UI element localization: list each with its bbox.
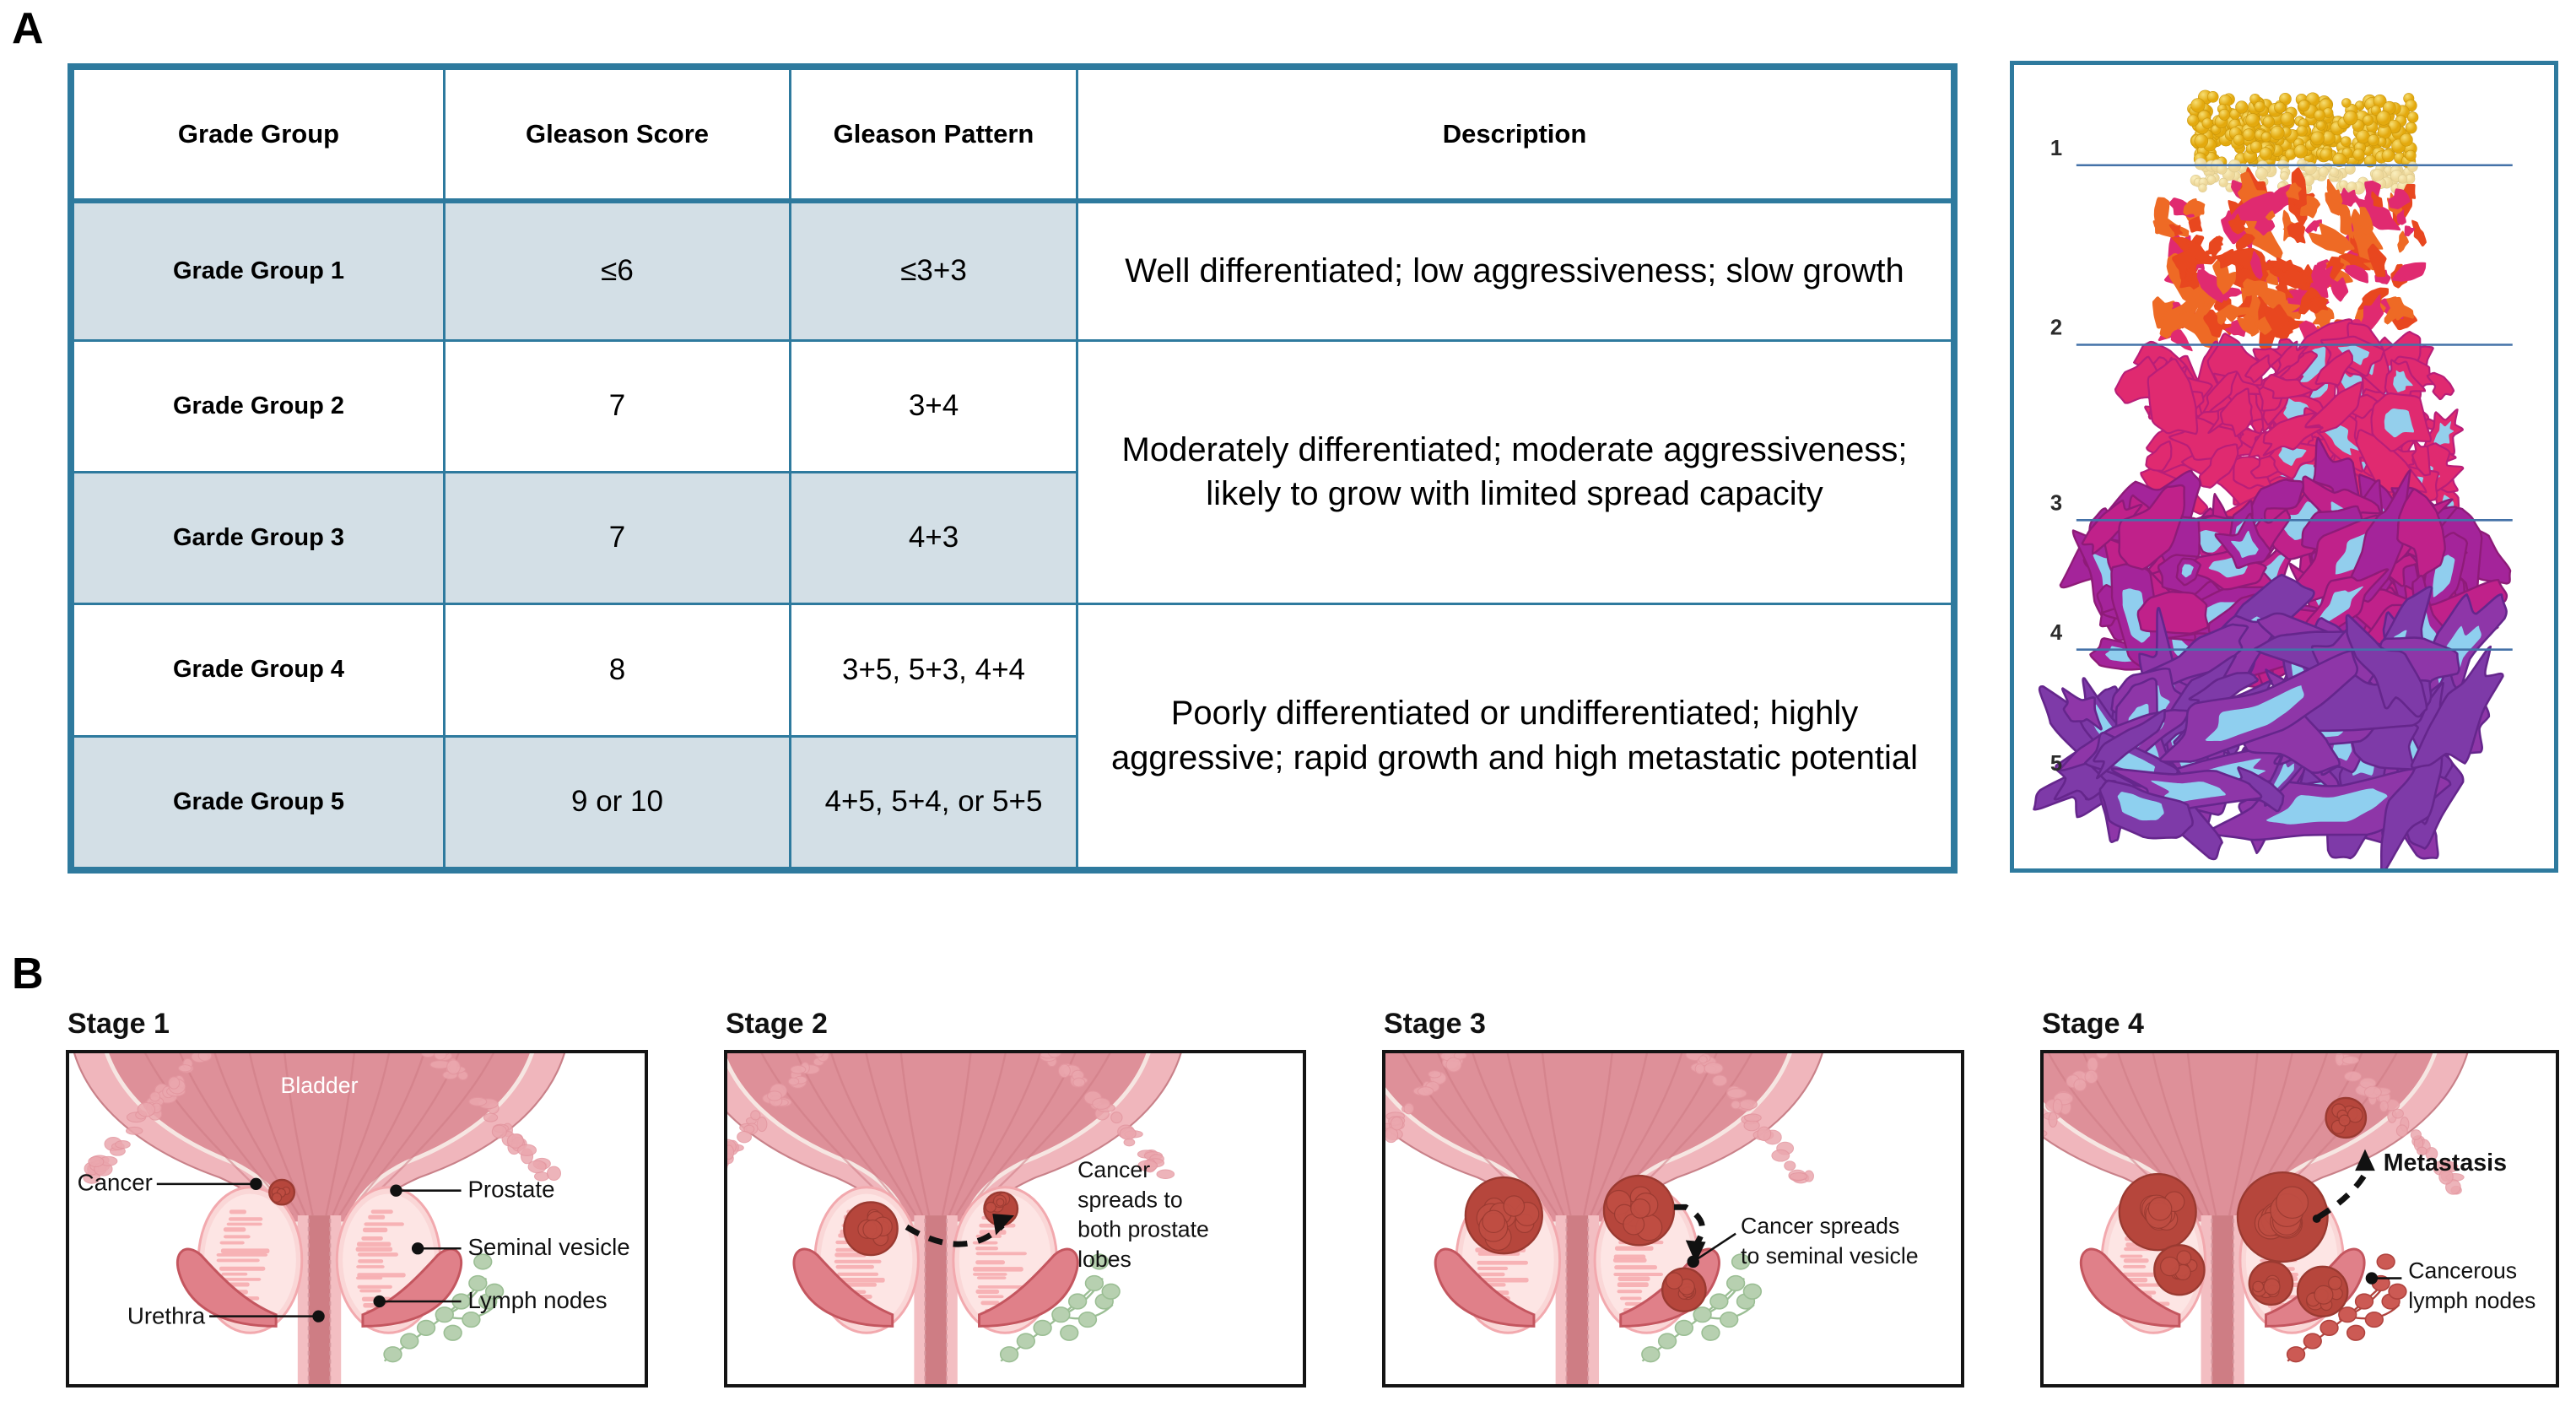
cell-pattern: 4+3: [789, 470, 1078, 606]
table-row: Grade Group 2 7 3+4 Moderately different…: [72, 338, 1953, 606]
stage-4-illustration: Metastasis Cancerous lymph nodes: [2044, 1053, 2535, 1384]
cell-score: 7: [443, 470, 791, 606]
table-header-row: Grade Group Gleason Score Gleason Patter…: [72, 68, 1953, 203]
stage-1-illustration: Cancer Prostate Seminal vesicle Lymph no…: [73, 1053, 630, 1384]
leader-line-4: [2365, 1272, 2402, 1285]
anatomy-group-1: [73, 1053, 566, 1384]
gleason-pattern-svg: 1 2 3 4 5: [2033, 89, 2513, 868]
table-row: Grade Group 5 9 or 10 4+5, 5+4, or 5+5: [72, 734, 1952, 870]
header-grade-group: Grade Group: [72, 68, 446, 203]
cell-pattern: 4+5, 5+4, or 5+5: [789, 734, 1078, 870]
anatomy-group-4: [2044, 1053, 2469, 1384]
cell-score: ≤6: [443, 199, 791, 342]
stage-3-panel: Stage 3 Cancer spreads to seminal vesicl…: [1382, 1009, 1964, 1387]
stage-1-figure: Cancer Prostate Seminal vesicle Lymph no…: [66, 1050, 648, 1387]
cell-description: Well differentiated; low aggressiveness;…: [1076, 199, 1953, 342]
stage-1-title: Stage 1: [68, 1008, 170, 1040]
gleason-pattern-diagram: 1 2 3 4 5: [2010, 61, 2558, 873]
stage-3-illustration: Cancer spreads to seminal vesicle: [1385, 1053, 1919, 1384]
header-gleason-score: Gleason Score: [443, 68, 791, 203]
header-description: Description: [1076, 68, 1953, 203]
cell-description: Moderately differentiated; moderate aggr…: [1076, 338, 1953, 606]
stage-4-figure: Metastasis Cancerous lymph nodes: [2040, 1050, 2559, 1387]
panel-b-letter: B: [12, 949, 44, 998]
stage-4-panel: Stage 4 Metastasis Cancerous lymph nodes: [2040, 1009, 2559, 1387]
stage-2-title: Stage 2: [726, 1008, 828, 1040]
anatomy-group-2: [727, 1053, 1182, 1384]
label-bladder: Bladder: [281, 1073, 359, 1098]
label-lymph-nodes: Lymph nodes: [467, 1287, 607, 1313]
cell-score: 7: [443, 338, 791, 473]
stage-2-figure: Cancer spreads to both prostate lobes: [724, 1050, 1306, 1387]
cell-grade-group: Garde Group 3: [72, 470, 446, 606]
stage-1-panel: Stage 1 Cancer Prostate Seminal vesicle …: [66, 1009, 648, 1387]
cell-score: 8: [443, 603, 791, 738]
grade-group-table: Grade Group Gleason Score Gleason Patter…: [68, 63, 1958, 874]
cell-pattern: ≤3+3: [789, 199, 1078, 342]
label-cancerous-lymph-nodes: Cancerous lymph nodes: [2408, 1258, 2535, 1313]
gleason-tier-5: 5: [2050, 752, 2062, 776]
cell-grade-group: Grade Group 4: [72, 603, 446, 738]
stage-2-illustration: Cancer spreads to both prostate lobes: [727, 1053, 1215, 1384]
stage-3-figure: Cancer spreads to seminal vesicle: [1382, 1050, 1964, 1387]
cell-grade-group: Grade Group 2: [72, 338, 446, 473]
stage-2-panel: Stage 2 Cancer spreads to both prostate …: [724, 1009, 1306, 1387]
leader-line-3: [1687, 1232, 1736, 1268]
cell-pattern: 3+5, 5+3, 4+4: [789, 603, 1078, 738]
header-gleason-pattern: Gleason Pattern: [789, 68, 1078, 203]
label-seminal-vesicle: Seminal vesicle: [467, 1234, 629, 1260]
cell-grade-group: Grade Group 5: [72, 734, 446, 870]
panel-a-letter: A: [12, 4, 44, 53]
stage-4-title: Stage 4: [2042, 1008, 2144, 1040]
table-row: Garde Group 3 7 4+3: [72, 470, 1952, 606]
cell-description: Poorly differentiated or undifferentiate…: [1076, 603, 1953, 869]
label-urethra: Urethra: [127, 1303, 206, 1329]
stage-3-title: Stage 3: [1384, 1008, 1486, 1040]
cell-grade-group: Grade Group 1: [72, 199, 446, 342]
label-metastasis: Metastasis: [2384, 1149, 2507, 1177]
anatomy-group-3: [1385, 1053, 1823, 1384]
label-spread-note-2: Cancer spreads to both prostate lobes: [1077, 1157, 1215, 1272]
gleason-tier-1: 1: [2050, 137, 2062, 160]
spread-arrow-3: [1673, 1204, 1706, 1263]
gleason-tier-4: 4: [2050, 621, 2063, 645]
table-row: Grade Group 4 8 3+5, 5+3, 4+4 Poorly dif…: [72, 603, 1953, 869]
gleason-tier-2: 2: [2050, 316, 2062, 340]
label-spread-note-3: Cancer spreads to seminal vesicle: [1741, 1214, 1919, 1268]
table-row: Grade Group 1 ≤6 ≤3+3 Well differentiate…: [72, 199, 1953, 342]
label-prostate: Prostate: [467, 1177, 554, 1203]
cell-score: 9 or 10: [443, 734, 791, 870]
leader-lines-1: [156, 1177, 462, 1323]
metastasis-arrow-4: [2312, 1149, 2375, 1223]
label-cancer: Cancer: [78, 1170, 153, 1196]
cell-pattern: 3+4: [789, 338, 1078, 473]
gleason-tier-3: 3: [2050, 491, 2062, 515]
spread-arrow-2: [905, 1214, 1015, 1247]
